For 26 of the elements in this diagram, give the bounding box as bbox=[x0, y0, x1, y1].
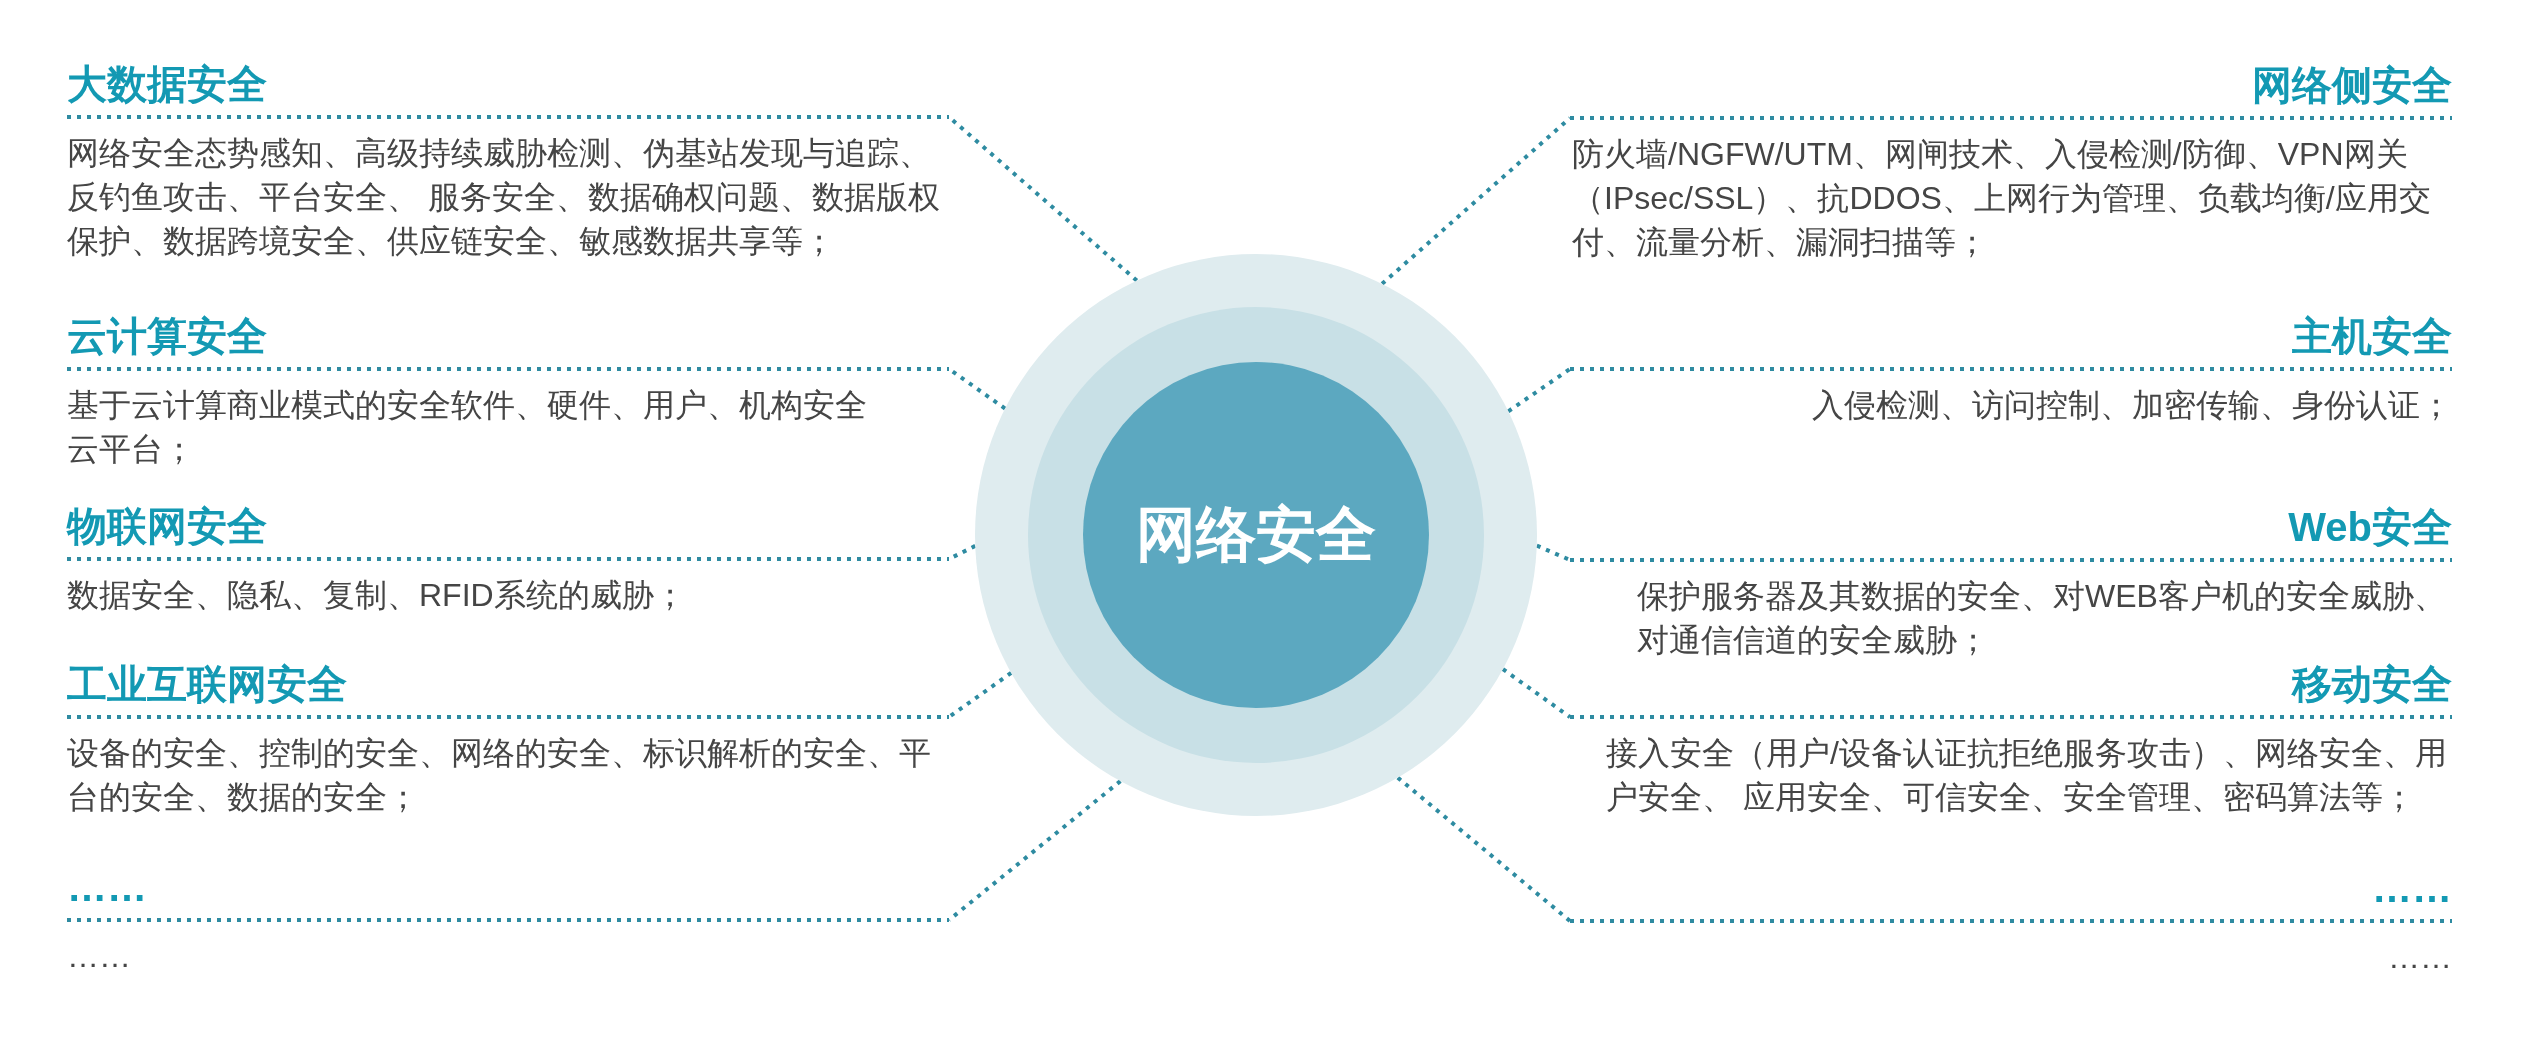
topic-heading: 主机安全 bbox=[2292, 314, 2452, 358]
topic-description: 入侵检测、访问控制、加密传输、身份认证； bbox=[1812, 386, 2452, 425]
topic-heading: 工业互联网安全 bbox=[67, 662, 347, 706]
dotted-connector bbox=[1536, 543, 1571, 562]
dotted-connector bbox=[1396, 776, 1572, 923]
topic-description: …… bbox=[2388, 938, 2452, 977]
topic-description: 网络安全态势感知、高级持续威胁检测、伪基站发现与追踪、反钓鱼攻击、平台安全、 服务安全、数据确权问题、数据版权保护、数据跨境安全、供应链安全、敏感数据共享等； bbox=[67, 134, 941, 261]
topic-heading: 移动安全 bbox=[2292, 662, 2452, 706]
topic-heading: …… bbox=[67, 865, 147, 909]
dotted-connector bbox=[1507, 367, 1572, 413]
dotted-connector bbox=[1380, 116, 1572, 286]
topic-description: 接入安全（用户/设备认证抗拒绝服务攻击）、网络安全、用户安全、 应用安全、可信安全、安全管理、密码算法等； bbox=[1606, 734, 2448, 817]
topic-heading: 云计算安全 bbox=[67, 314, 267, 358]
topic-heading: 网络侧安全 bbox=[2252, 63, 2452, 107]
topic-heading: 物联网安全 bbox=[67, 504, 267, 548]
topic-description: 防火墙/NGFW/UTM、网闸技术、入侵检测/防御、VPN网关（IPsec/SSL）、抗DDOS、上网行为管理、负载均衡/应用交付、流量分析、漏洞扫描等； bbox=[1572, 135, 2432, 262]
topic-description: …… bbox=[67, 937, 131, 976]
topic-description: 基于云计算商业模式的安全软件、硬件、用户、机构安全云平台； bbox=[67, 386, 868, 469]
topic-heading: 大数据安全 bbox=[67, 62, 267, 106]
topic-description: 设备的安全、控制的安全、网络的安全、标识解析的安全、平台的安全、数据的安全； bbox=[67, 734, 932, 817]
topic-description: 数据安全、隐私、复制、RFID系统的威胁； bbox=[67, 576, 686, 615]
topic-description: 保护服务器及其数据的安全、对WEB客户机的安全威胁、对通信信道的安全威胁； bbox=[1637, 577, 2447, 660]
dotted-connector bbox=[1501, 667, 1572, 719]
topic-heading: Web安全 bbox=[2288, 505, 2452, 549]
topic-heading: …… bbox=[2372, 866, 2452, 910]
center-title: 网络安全 bbox=[1136, 500, 1376, 570]
